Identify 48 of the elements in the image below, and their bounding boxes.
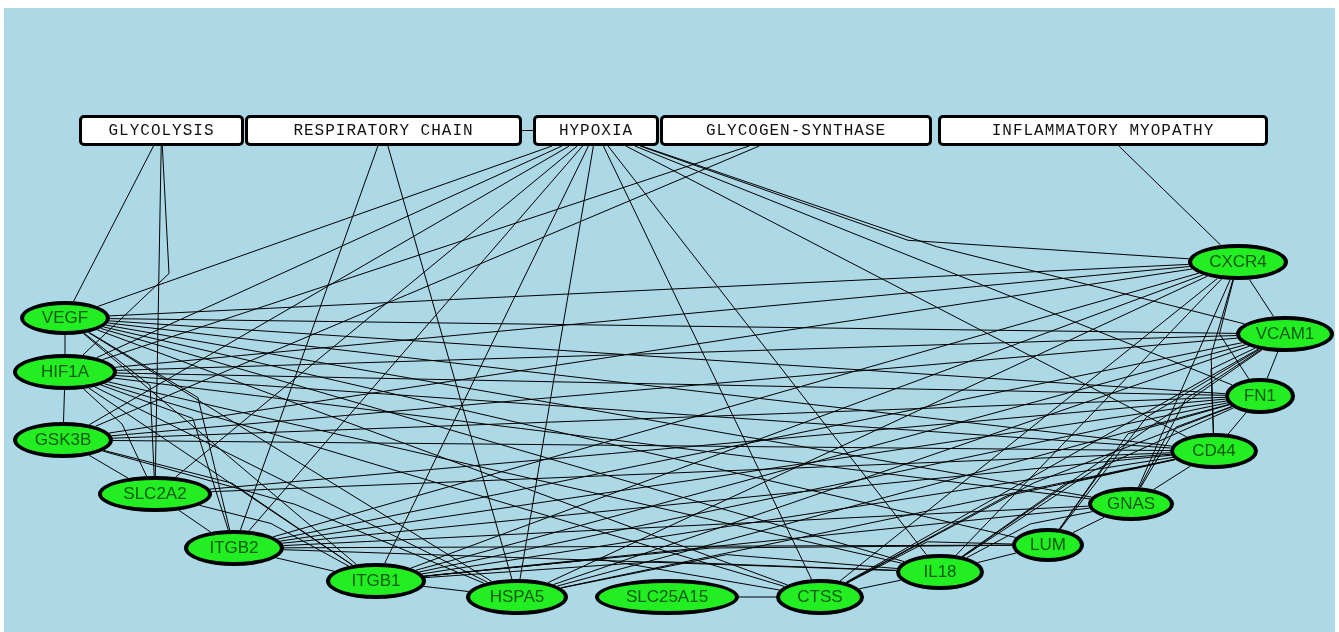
connector-line [519,145,594,580]
connector-line [154,145,162,477]
connector-line [239,145,379,531]
connector-line [839,277,1218,582]
term-box: GLYCOGEN-SYNTHASE [660,115,932,146]
connector-line [211,452,1171,493]
connector-line [174,145,578,478]
connector-line [955,278,1223,556]
connector-line [83,332,155,477]
connector-line [283,505,1089,547]
connector-line [521,130,534,131]
connector-line [248,145,584,532]
connector-line [116,372,1226,396]
connector-line [82,145,170,356]
connector-line [423,585,469,592]
connector-line [384,145,589,564]
connector-line [109,263,1189,317]
connector-line [112,440,1171,452]
term-box: GLYCOLYSIS [79,115,244,146]
connector-line [639,145,1190,260]
connector-line [424,561,897,579]
term-box: INFLAMMATORY MYOPATHY [938,115,1268,146]
connector-line [387,145,513,580]
connector-line [109,318,1237,334]
connector-line [607,145,928,556]
connector-line [115,375,1172,449]
term-box: RESPIRATORY CHAIN [245,115,522,146]
connector-line [1118,145,1222,246]
term-box: HYPOXIA [533,115,659,146]
connector-line [1137,279,1231,488]
connector-line [1227,412,1247,435]
connector-line [111,337,1238,437]
connector-line [112,396,1226,439]
connector-line [73,145,154,302]
connector-line [602,145,812,580]
connector-line [82,388,148,477]
connector-line [1058,453,1172,530]
connector-line [738,596,777,598]
connector-line [64,334,66,355]
connector-line [116,335,1237,371]
connector-line [108,320,1226,395]
connector-line [82,333,357,565]
connector-line [63,389,65,423]
connector-line [1210,279,1234,434]
connector-line [1266,351,1279,379]
connector-line [1248,279,1275,317]
connector-line [1218,279,1250,380]
connector-line [88,387,353,566]
